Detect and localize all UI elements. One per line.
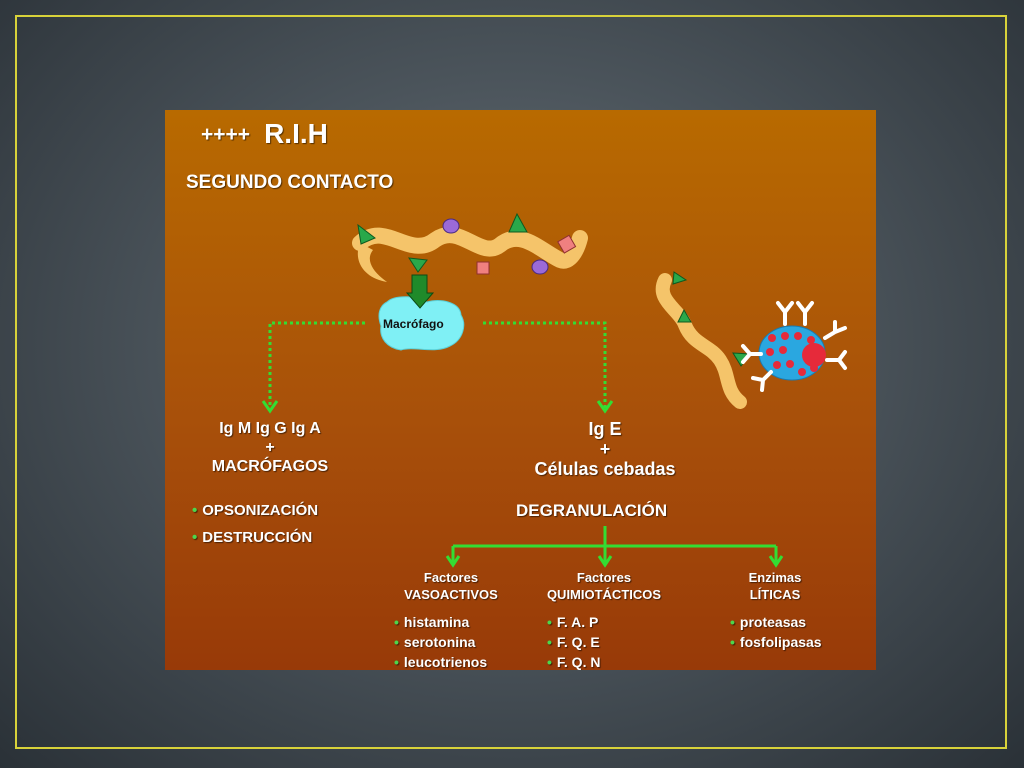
antigen-circle — [442, 218, 460, 234]
list-item: •fosfolipasas — [730, 634, 822, 650]
antigen-triangle — [672, 271, 688, 285]
antigen-triangle — [508, 212, 528, 233]
dotted-arrow-left — [268, 321, 365, 408]
antigen-square — [476, 261, 490, 275]
left-branch: Ig M Ig G Ig A + MACRÓFAGOS — [211, 420, 329, 475]
bullet-destruccion: •DESTRUCCIÓN — [192, 529, 313, 546]
column-quimiotacticos-header: Factores QUIMIOTÁCTICOS — [546, 570, 662, 602]
list-item: •F. Q. N — [547, 654, 601, 670]
column-vasoactivos-header: Factores VASOACTIVOS — [404, 570, 498, 602]
mast-cell-granules — [766, 332, 826, 376]
left-bullets: •OPSONIZACIÓN •DESTRUCCIÓN — [192, 497, 318, 551]
degranulation-label: DEGRANULACIÓN — [516, 501, 668, 520]
macrophage-label: Macrófago — [383, 317, 444, 331]
list-item: •leucotrienos — [394, 654, 488, 670]
antigen-triangle — [677, 308, 692, 323]
list-item: •serotonina — [394, 634, 476, 650]
slide: ++++R.I.H SEGUNDO CONTACTO Macrófago Ig … — [165, 110, 876, 670]
right-branch: Ig E + Células cebadas — [534, 419, 676, 479]
worm-antigen — [352, 227, 588, 269]
slide-title: ++++R.I.H — [201, 118, 328, 149]
macrophage-cell — [378, 296, 465, 351]
antigen-triangle — [408, 257, 428, 273]
slide-subtitle: SEGUNDO CONTACTO — [186, 172, 394, 193]
column-liticas-list: •proteasas •fosfolipasas — [730, 612, 822, 652]
antigen-circle — [531, 259, 549, 275]
column-vasoactivos-list: •histamina •serotonina •leucotrienos — [394, 612, 487, 670]
worm-antigen-2 — [655, 273, 747, 409]
degranulation-tree — [451, 526, 778, 562]
antigen-square — [557, 234, 577, 254]
ige-antibodies — [741, 301, 847, 392]
dotted-arrow-right — [483, 321, 607, 408]
list-item: •histamina — [394, 614, 470, 630]
antigen-triangle — [357, 223, 376, 245]
list-item: •proteasas — [730, 614, 807, 630]
receptor-arrow — [405, 274, 435, 309]
column-liticas-header: Enzimas LÍTICAS — [748, 570, 802, 602]
bullet-opsonizacion: •OPSONIZACIÓN — [192, 502, 319, 519]
worm-head — [357, 243, 387, 282]
column-quimiotacticos-list: •F. A. P •F. Q. E •F. Q. N — [547, 612, 600, 670]
list-item: •F. Q. E — [547, 634, 600, 650]
list-item: •F. A. P — [547, 614, 599, 630]
slide-frame — [15, 15, 1007, 749]
diagram-art — [261, 212, 847, 568]
